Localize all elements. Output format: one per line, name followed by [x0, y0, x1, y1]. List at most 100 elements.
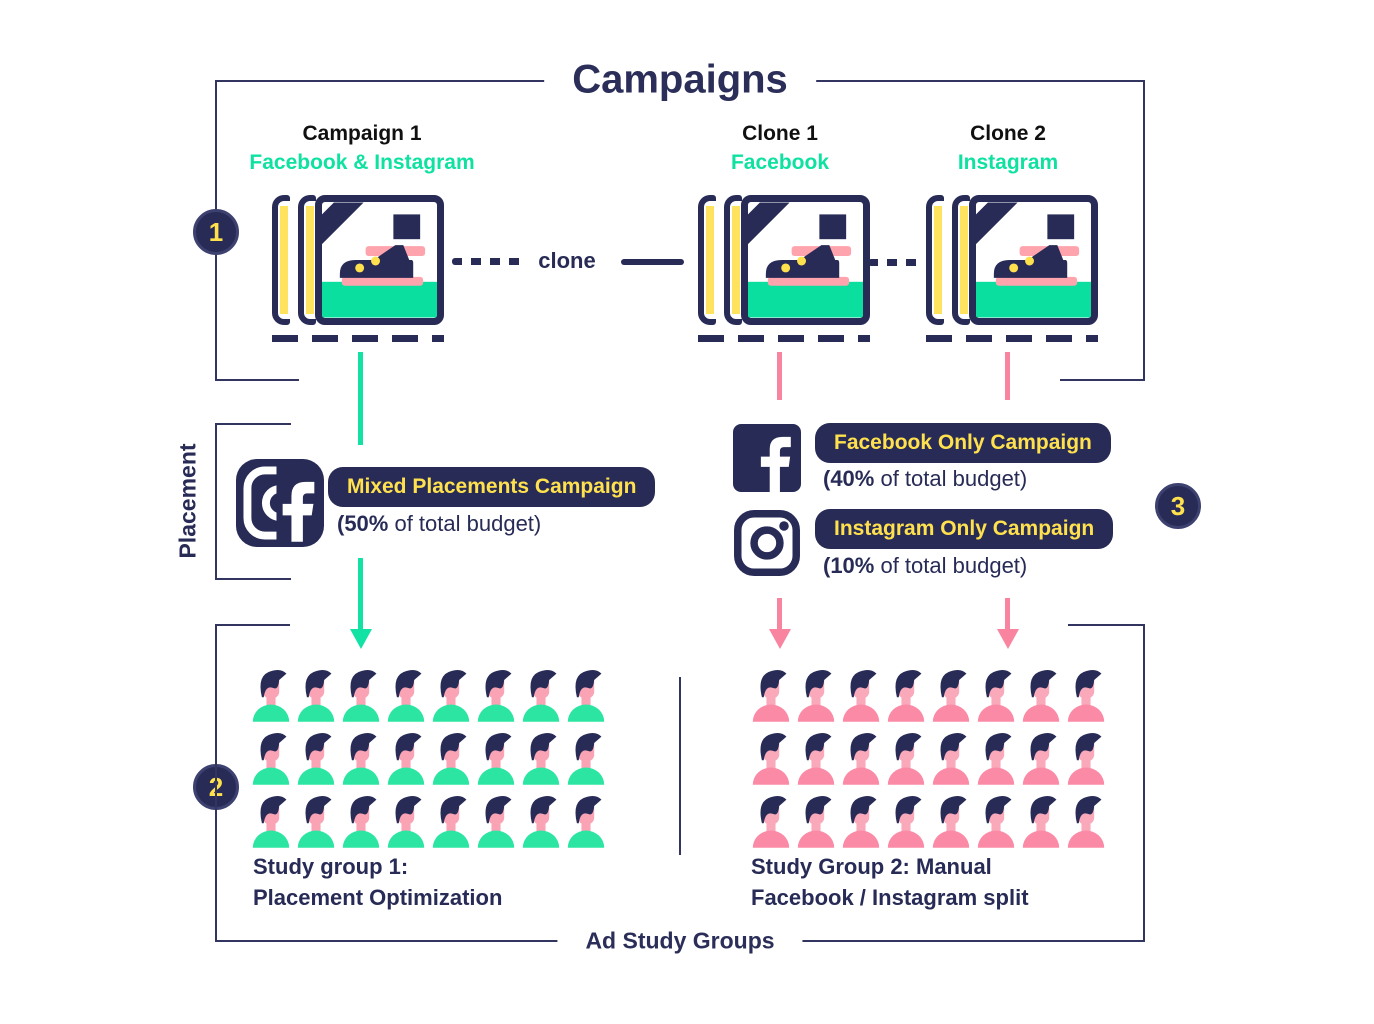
- study-group1-label: Study group 1: Placement Optimization: [253, 851, 502, 913]
- clone1-name: Clone 1: [742, 122, 818, 145]
- person-icon: [796, 729, 836, 786]
- person-icon: [796, 666, 836, 723]
- instagram-flow-line-top: [1005, 352, 1010, 400]
- clone2-platform: Instagram: [957, 151, 1059, 174]
- person-icon: [251, 666, 291, 723]
- card-stack-dashes: [926, 335, 1098, 342]
- person-icon: [431, 729, 471, 786]
- clone-solid-connector: [621, 259, 684, 265]
- ad-image: [315, 195, 444, 325]
- person-icon: [296, 792, 336, 849]
- person-icon: [521, 729, 561, 786]
- instagram-only-pill: Instagram Only Campaign: [815, 509, 1114, 549]
- campaign1-platform: Facebook & Instagram: [249, 151, 475, 174]
- study-box-left: [215, 624, 217, 941]
- study-box-right: [1143, 624, 1145, 941]
- person-icon: [796, 792, 836, 849]
- step-badge-3: 3: [1155, 483, 1201, 529]
- study-groups-divider: [679, 677, 681, 855]
- person-icon: [1021, 792, 1061, 849]
- ad-card-icon: [272, 195, 444, 345]
- person-icon: [976, 729, 1016, 786]
- stacked-card-edge: [952, 195, 970, 325]
- facebook-icon: [733, 424, 801, 497]
- person-icon: [1021, 666, 1061, 723]
- instagram-budget: (10% of total budget): [823, 553, 1027, 579]
- instagram-budget-percent: (10%: [823, 553, 875, 578]
- stacked-card-edge: [724, 195, 742, 325]
- person-icon: [386, 792, 426, 849]
- clone-dashed-connector: [452, 258, 528, 265]
- placement-section-label: Placement: [174, 443, 201, 559]
- clone2-dashed-connector: [868, 259, 923, 266]
- mixed-budget-rest: of total budget): [388, 511, 542, 536]
- person-icon: [886, 729, 926, 786]
- person-icon: [431, 792, 471, 849]
- study-group1-label-line2: Placement Optimization: [253, 885, 503, 910]
- clone1-platform: Facebook: [730, 151, 830, 174]
- study-group2-label: Study Group 2: Manual Facebook / Instagr…: [751, 851, 1029, 913]
- mixed-budget-percent: (50%: [337, 511, 389, 536]
- person-icon: [431, 666, 471, 723]
- person-icon: [841, 729, 881, 786]
- person-icon: [341, 729, 381, 786]
- person-icon: [1021, 729, 1061, 786]
- facebook-budget: (40% of total budget): [823, 466, 1027, 492]
- mixed-budget: (50% of total budget): [337, 511, 541, 537]
- person-icon: [886, 792, 926, 849]
- person-icon: [341, 792, 381, 849]
- study-group2-label-line1: Study Group 2: Manual: [751, 854, 992, 879]
- person-icon: [296, 666, 336, 723]
- study-group1-label-line1: Study group 1:: [253, 854, 409, 879]
- placement-bracket-top: [215, 423, 291, 425]
- person-icon: [386, 666, 426, 723]
- person-icon: [841, 792, 881, 849]
- person-icon: [251, 729, 291, 786]
- step-badge-1: 1: [193, 209, 239, 255]
- ad-image: [741, 195, 870, 325]
- person-icon: [751, 792, 791, 849]
- person-icon: [931, 666, 971, 723]
- person-icon: [476, 792, 516, 849]
- facebook-flow-line-bottom: [777, 598, 782, 630]
- person-icon: [1066, 792, 1106, 849]
- person-icon: [566, 729, 606, 786]
- facebook-only-pill: Facebook Only Campaign: [815, 423, 1111, 463]
- clone2-name: Clone 2: [970, 122, 1046, 145]
- person-icon: [566, 666, 606, 723]
- mixed-flow-line-bottom: [358, 558, 363, 630]
- card-stack-dashes: [698, 335, 870, 342]
- stacked-card-edge: [272, 195, 290, 325]
- mixed-flow-line-top: [358, 352, 363, 445]
- person-icon: [521, 666, 561, 723]
- campaigns-box-bottom-left: [215, 379, 299, 381]
- facebook-flow-line-top: [777, 352, 782, 400]
- facebook-instagram-icon: [236, 459, 324, 552]
- person-icon: [521, 792, 561, 849]
- ad-image: [969, 195, 1098, 325]
- mixed-placements-pill: Mixed Placements Campaign: [328, 467, 656, 507]
- person-icon: [476, 729, 516, 786]
- study-box-top-right: [1068, 624, 1145, 626]
- person-icon: [931, 729, 971, 786]
- person-icon: [931, 792, 971, 849]
- person-icon: [566, 792, 606, 849]
- placement-bracket-vertical: [215, 423, 217, 580]
- person-icon: [751, 729, 791, 786]
- facebook-flow-arrowhead: [769, 629, 791, 649]
- person-icon: [976, 792, 1016, 849]
- study-group2-people: [751, 666, 1111, 855]
- campaigns-box-right: [1143, 80, 1145, 380]
- stacked-card-edge: [298, 195, 316, 325]
- instagram-flow-line-bottom: [1005, 598, 1010, 630]
- person-icon: [1066, 729, 1106, 786]
- person-icon: [386, 729, 426, 786]
- person-icon: [1066, 666, 1106, 723]
- study-groups-title: Ad Study Groups: [557, 927, 803, 955]
- clone-label: clone: [538, 248, 596, 273]
- person-icon: [296, 729, 336, 786]
- card-stack-dashes: [272, 335, 444, 342]
- instagram-flow-arrowhead: [997, 629, 1019, 649]
- campaigns-title: Campaigns: [544, 57, 816, 103]
